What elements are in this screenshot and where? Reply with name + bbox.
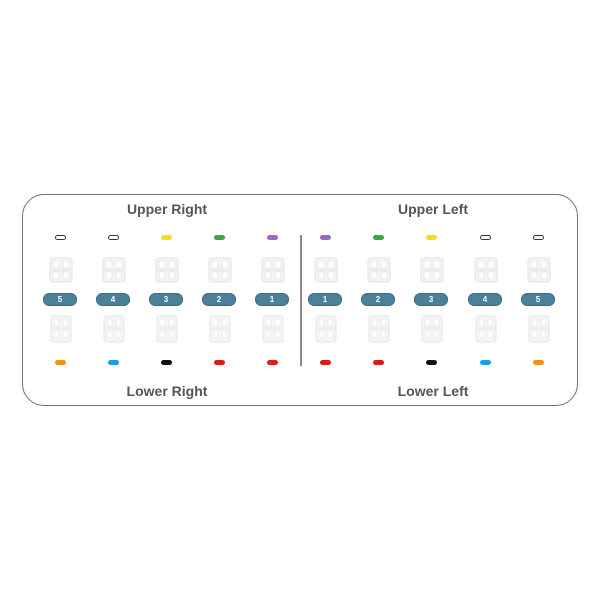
lower-color-marker [108,360,119,365]
lower-color-marker [480,360,491,365]
upper-bracket-icon [154,254,180,286]
upper-color-marker [161,235,172,240]
lower-color-marker [426,360,437,365]
lower-bracket-icon [101,313,127,345]
tooth-number-badge: 4 [468,293,502,306]
upper-color-marker [55,235,66,240]
lower-bracket-icon [526,313,552,345]
lower-left-title: Lower Left [397,383,469,399]
tooth-number-badge: 3 [149,293,183,306]
upper-bracket-icon [48,254,74,286]
upper-color-marker [267,235,278,240]
lower-color-marker [373,360,384,365]
upper-color-marker [214,235,225,240]
lower-bracket-icon [207,313,233,345]
tooth-number-badge: 3 [414,293,448,306]
tooth-number-badge: 1 [308,293,342,306]
tooth-number-badge: 4 [96,293,130,306]
upper-bracket-icon [473,254,499,286]
upper-right-title: Upper Right [126,201,208,217]
tooth-number-badge: 1 [255,293,289,306]
lower-color-marker [320,360,331,365]
upper-bracket-icon [526,254,552,286]
upper-bracket-icon [101,254,127,286]
upper-color-marker [480,235,491,240]
lower-bracket-icon [473,313,499,345]
upper-color-marker [320,235,331,240]
upper-left-title: Upper Left [398,201,468,217]
lower-bracket-icon [260,313,286,345]
lower-color-marker [214,360,225,365]
upper-bracket-icon [419,254,445,286]
lower-color-marker [55,360,66,365]
lower-bracket-icon [48,313,74,345]
upper-color-marker [426,235,437,240]
lower-bracket-icon [313,313,339,345]
tooth-number-badge: 2 [202,293,236,306]
lower-bracket-icon [419,313,445,345]
upper-bracket-icon [366,254,392,286]
lower-color-marker [161,360,172,365]
lower-bracket-icon [154,313,180,345]
upper-color-marker [533,235,544,240]
upper-color-marker [108,235,119,240]
tooth-number-badge: 5 [521,293,555,306]
lower-right-title: Lower Right [126,383,208,399]
upper-bracket-icon [313,254,339,286]
midline-divider [300,235,302,366]
lower-color-marker [533,360,544,365]
upper-bracket-icon [260,254,286,286]
tooth-number-badge: 2 [361,293,395,306]
tooth-number-badge: 5 [43,293,77,306]
lower-color-marker [267,360,278,365]
lower-bracket-icon [366,313,392,345]
upper-bracket-icon [207,254,233,286]
upper-color-marker [373,235,384,240]
